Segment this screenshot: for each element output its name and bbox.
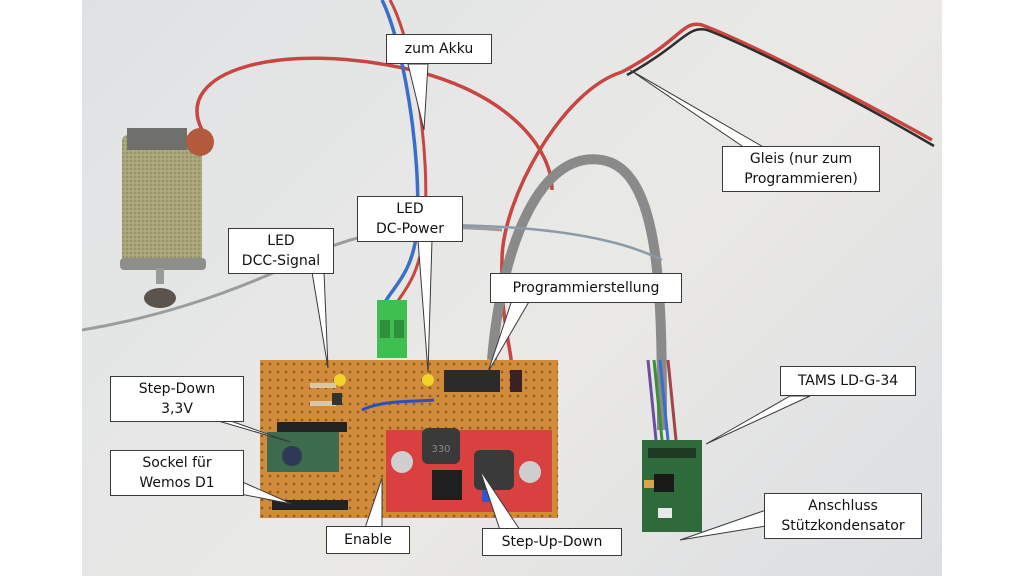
pointer-led-dcc [311,271,329,369]
pointer-led-dc [417,239,433,373]
label-led-dcc-signal: LED DCC-Signal [228,228,334,274]
pointer-anschluss [679,509,767,541]
pointer-stepupdown [479,469,521,531]
label-sockel: Sockel für Wemos D1 [110,450,244,496]
label-programmierstellung: Programmierstellung [490,273,682,303]
gleis-black-wire [626,27,935,148]
label-tams: TAMS LD-G-34 [780,366,916,396]
label-enable: Enable [326,526,410,554]
motor [120,128,214,308]
pointer-akku [407,63,429,131]
label-step-down: Step-Down 3,3V [110,376,244,422]
inductor-marking: 330 [431,444,450,455]
motor-red-wire [195,56,554,191]
tams-decoder [642,440,702,532]
pointer-enable [364,477,383,529]
pointer-gleis [629,69,767,149]
gleis-wire-down [500,70,623,371]
gleis-red-wire [621,22,933,142]
label-step-up-down: Step-Up-Down [482,528,622,556]
label-led-dc-power: LED DC-Power [357,196,463,242]
perfboard: 330 [260,360,558,518]
pointer-prog [487,299,531,373]
label-gleis: Gleis (nur zum Programmieren) [722,146,880,192]
label-zum-akku: zum Akku [386,34,492,64]
label-anschluss: Anschluss Stützkondensator [764,493,922,539]
pointer-tams [705,395,811,445]
pointer-stepdown [214,419,291,443]
grey-ribbon [487,154,667,431]
